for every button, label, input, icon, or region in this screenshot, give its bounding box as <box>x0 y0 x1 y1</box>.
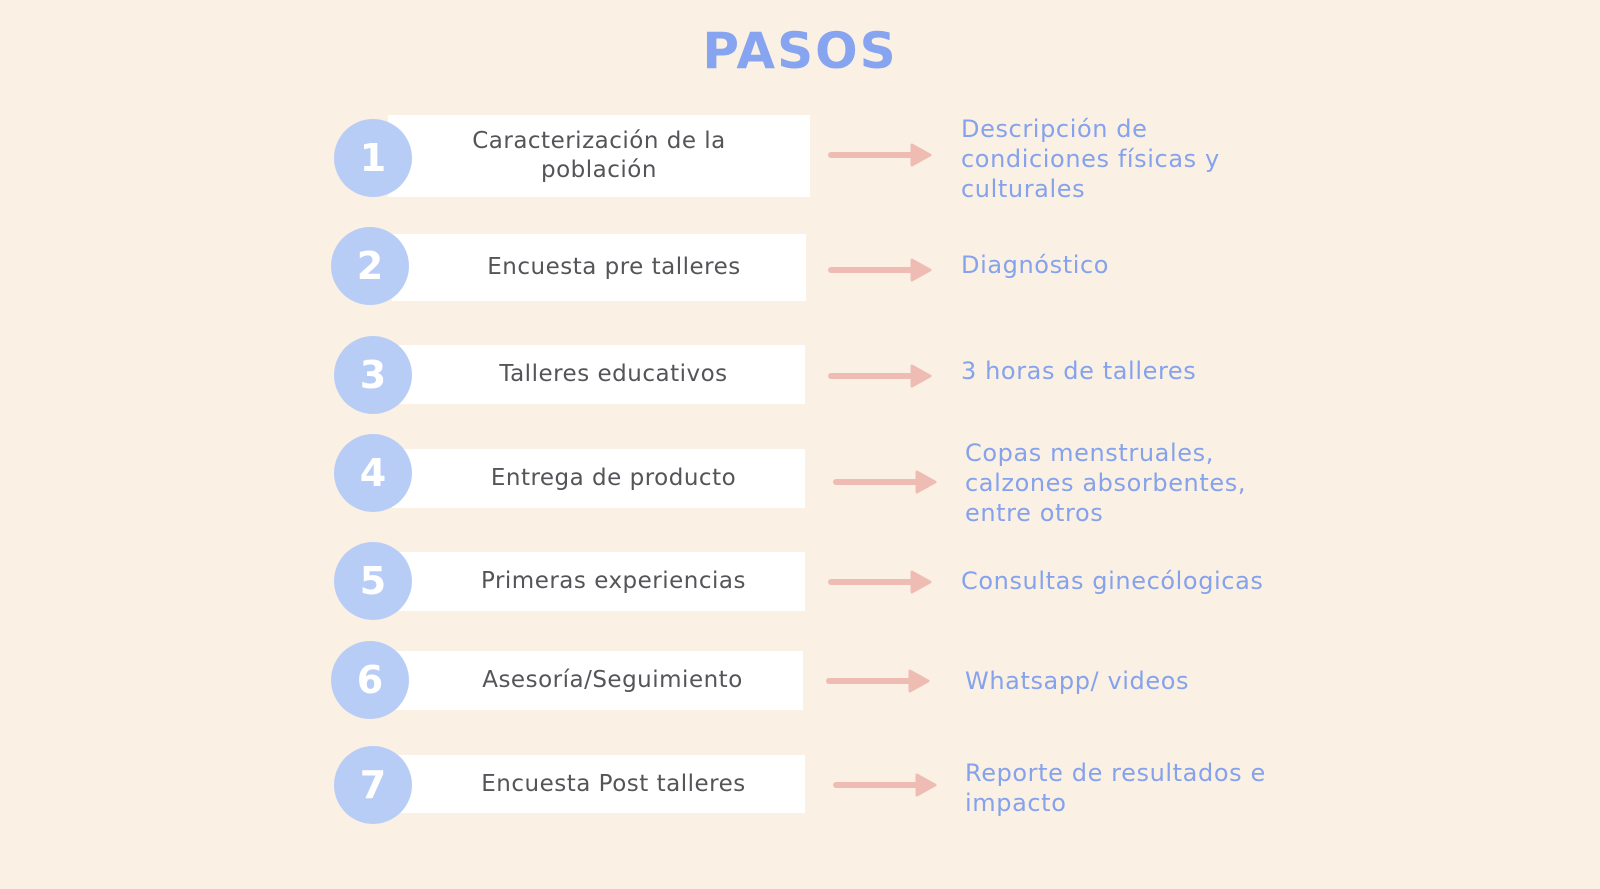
step-label: Talleres educativos <box>499 361 728 387</box>
step-result: Reporte de resultados e impacto <box>965 759 1266 817</box>
step-result: Whatsapp/ videos <box>965 667 1190 695</box>
step-number-circle: 4 <box>334 434 412 512</box>
step-label-box: Entrega de producto <box>392 449 805 508</box>
step-number-circle: 5 <box>334 542 412 620</box>
page-title: PASOS <box>702 22 898 80</box>
step-number-circle: 7 <box>334 746 412 824</box>
step-label: Encuesta Post talleres <box>481 770 746 797</box>
arrow-right-icon <box>833 773 937 797</box>
step-number: 5 <box>359 559 387 603</box>
step-number: 4 <box>359 451 387 495</box>
arrow-right-icon <box>828 570 932 594</box>
step-result: 3 horas de talleres <box>961 357 1197 385</box>
step-label: Asesoría/Seguimiento <box>482 667 743 693</box>
step-label-box: Asesoría/Seguimiento <box>392 651 803 710</box>
arrow-right-icon <box>828 258 932 282</box>
step-label: Entrega de producto <box>490 465 737 491</box>
arrow-right-icon <box>833 470 937 494</box>
step-label: Primeras experiencias <box>480 568 746 594</box>
step-label: Caracterización de la población <box>472 128 726 183</box>
step-result: Copas menstruales, calzones absorbentes,… <box>965 439 1247 527</box>
step-number: 7 <box>359 763 387 807</box>
step-label-box: Talleres educativos <box>392 345 805 404</box>
step-number: 2 <box>356 244 384 288</box>
step-label-box: Caracterización de la población <box>388 115 810 197</box>
step-label-box: Encuesta Post talleres <box>392 755 805 813</box>
arrow-right-icon <box>828 364 932 388</box>
step-label-box: Encuesta pre talleres <box>392 234 806 301</box>
step-number: 6 <box>356 658 384 702</box>
step-label: Encuesta pre talleres <box>487 254 741 280</box>
step-number-circle: 6 <box>331 641 409 719</box>
arrow-right-icon <box>828 143 932 167</box>
step-result: Descripción de condiciones físicas y cul… <box>961 115 1220 203</box>
step-number: 3 <box>359 353 387 397</box>
step-number-circle: 1 <box>334 119 412 197</box>
step-result: Consultas ginecólogicas <box>961 567 1264 595</box>
arrow-right-icon <box>826 669 930 693</box>
step-number-circle: 2 <box>331 227 409 305</box>
step-number-circle: 3 <box>334 336 412 414</box>
step-label-box: Primeras experiencias <box>392 552 805 611</box>
step-result: Diagnóstico <box>961 251 1110 279</box>
step-number: 1 <box>359 136 387 180</box>
